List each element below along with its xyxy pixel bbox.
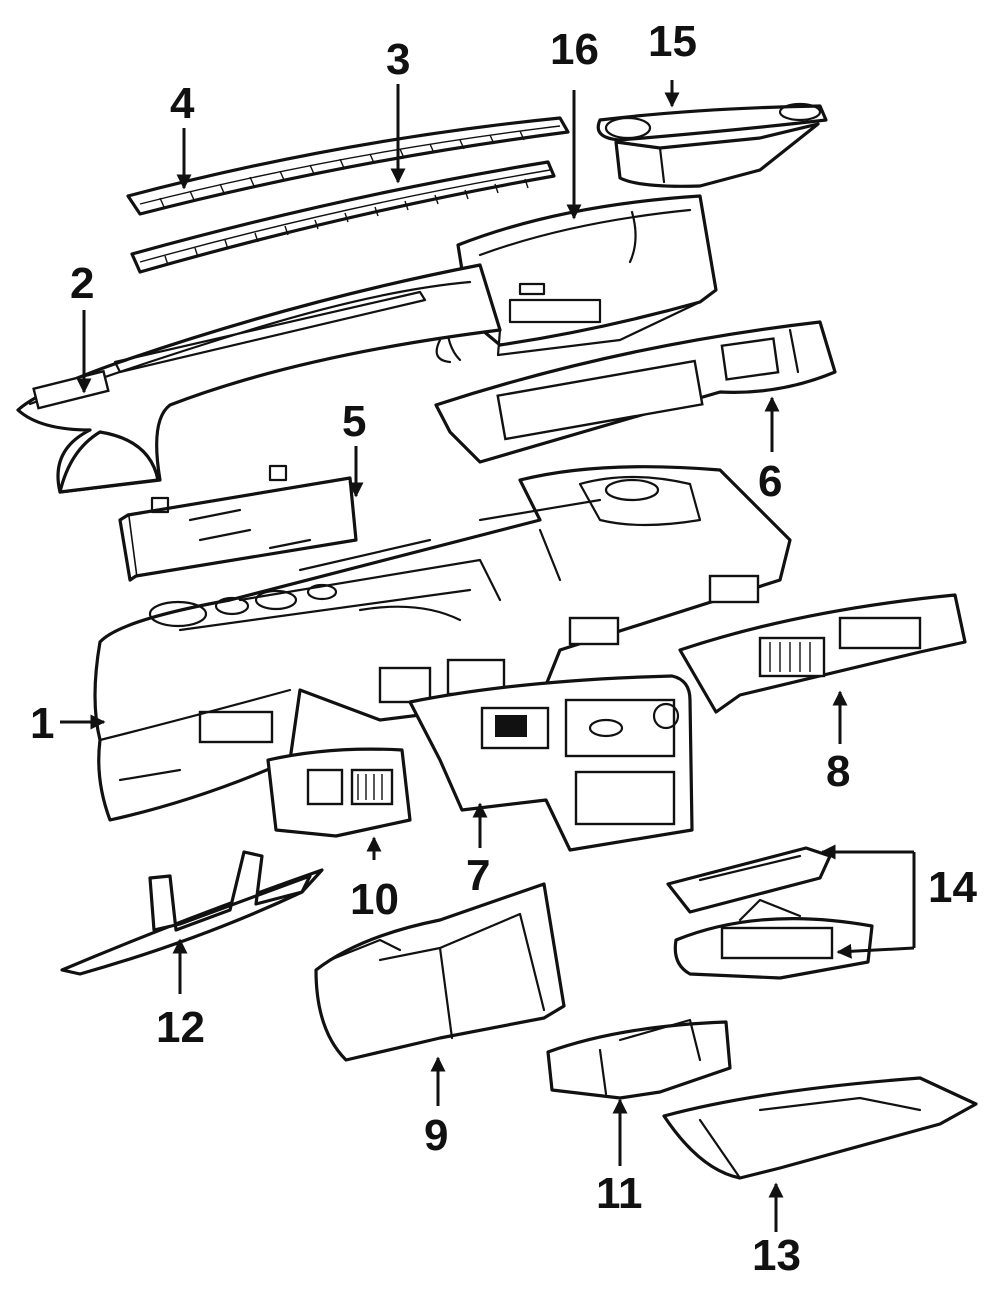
callout-4: 4 (170, 79, 195, 128)
callout-5: 5 (342, 397, 366, 446)
part-2-dash-pad (16, 263, 502, 494)
callout-14: 14 (928, 863, 977, 912)
callout-12: 12 (156, 1003, 205, 1052)
part-10-vent-left (266, 747, 412, 838)
part-15-console-cover (596, 102, 828, 188)
callout-15: 15 (648, 17, 697, 66)
part-9-glove-box (314, 882, 566, 1062)
part-12-knee-bolster (60, 850, 324, 976)
callout-7: 7 (466, 851, 490, 900)
part-13-console-duct (662, 1076, 978, 1180)
callout-11: 11 (596, 1169, 643, 1218)
callout-8: 8 (826, 747, 850, 796)
part-11-duct (546, 1018, 732, 1100)
callout-9: 9 (424, 1111, 448, 1160)
callout-1: 1 (30, 699, 54, 748)
part-5-cluster-lens (118, 464, 358, 582)
part-3-defroster-grille (130, 160, 556, 274)
part-4-defroster-grille (126, 116, 570, 216)
callout-10: 10 (350, 875, 399, 924)
callout-3: 3 (386, 35, 410, 84)
part-7-center-bezel (408, 674, 694, 852)
callout-6: 6 (758, 457, 782, 506)
part-14-ashtray (666, 846, 874, 980)
part-8-vent-bezel-right (678, 593, 967, 714)
callout-16: 16 (550, 25, 599, 74)
callout-2: 2 (70, 259, 94, 308)
part-6-bezel-right (434, 320, 837, 464)
callout-13: 13 (752, 1231, 801, 1280)
part-16-glove-box-door (445, 194, 718, 362)
